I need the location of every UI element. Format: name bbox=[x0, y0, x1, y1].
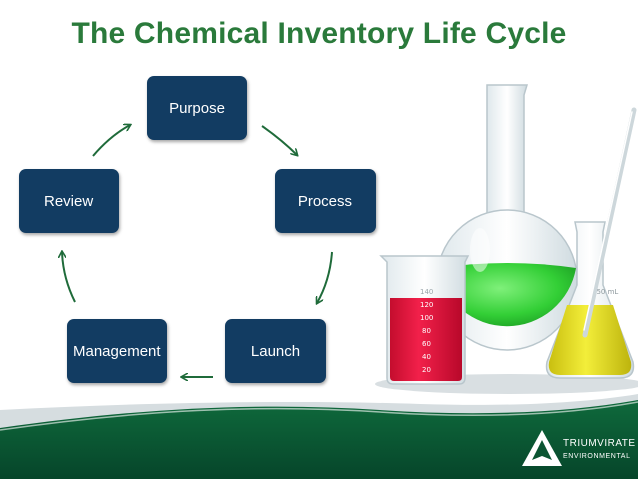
logo-line1: TRIUMVIRATE bbox=[563, 438, 636, 449]
beaker: 140 120 100 80 60 40 20 bbox=[381, 256, 468, 384]
beaker-scale-label: 140 bbox=[420, 288, 433, 296]
logo-line2: ENVIRONMENTAL bbox=[563, 453, 631, 460]
beaker-scale-label: 100 bbox=[420, 314, 433, 322]
round-flask-neck bbox=[487, 85, 527, 215]
beaker-scale-label: 20 bbox=[422, 366, 431, 374]
beaker-scale-label: 120 bbox=[420, 301, 433, 309]
beaker-scale-label: 40 bbox=[422, 353, 431, 361]
beaker-scale-label: 60 bbox=[422, 340, 431, 348]
beaker-scale-label: 80 bbox=[422, 327, 431, 335]
